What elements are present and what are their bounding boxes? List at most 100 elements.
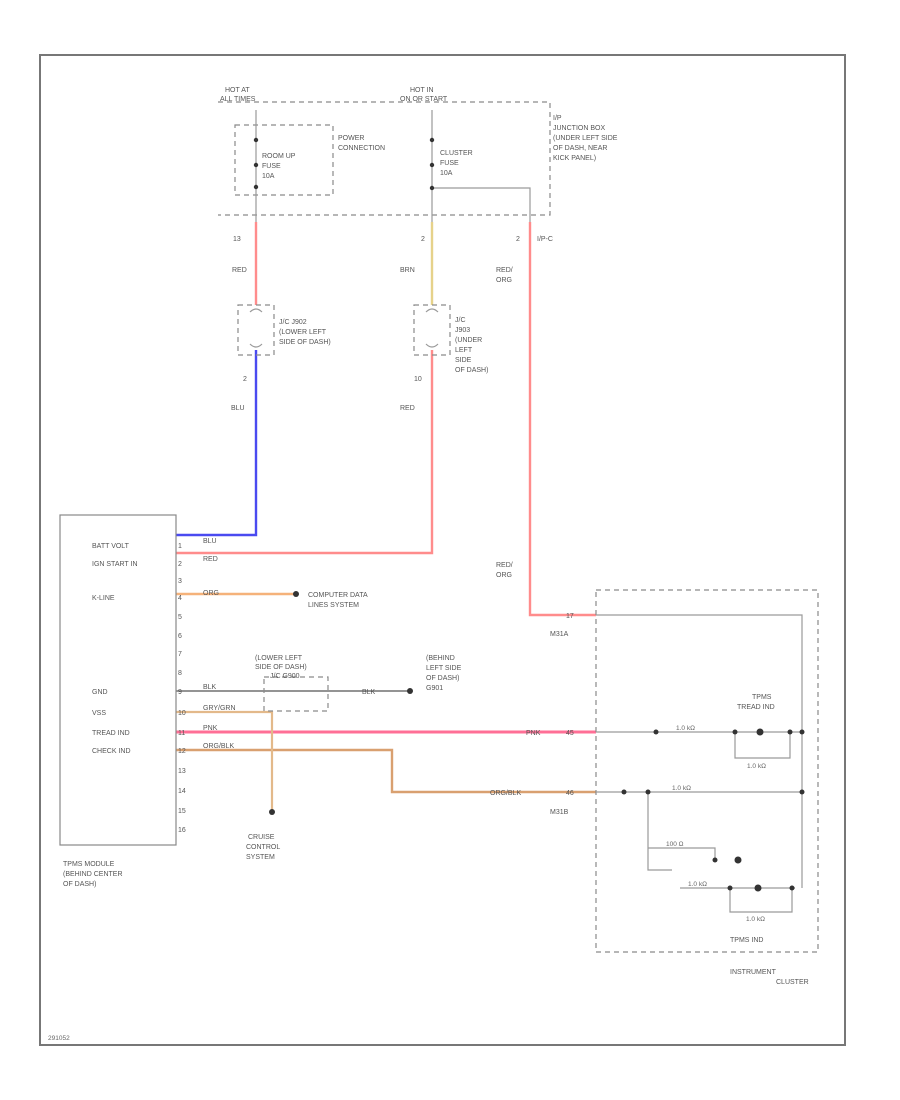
pin-2-b: 2 <box>421 236 425 243</box>
instrument-cluster: 17 M31A 45 46 M31B PNK ORG/BLK 1.0 kΩ 1.… <box>490 589 819 986</box>
ground-point-2: LEFT SIDE <box>426 665 462 672</box>
jc-j903-label-3: (UNDER <box>455 337 482 344</box>
ground-terminal <box>407 688 413 694</box>
jc-j902-label-1: J/C J902 <box>279 319 307 326</box>
wire-label-red-org-1: RED/ <box>496 267 513 274</box>
computer-data-terminal <box>293 591 299 597</box>
module-wire-label-11: PNK <box>203 725 218 732</box>
fuse-a-terminal-mid <box>253 162 259 168</box>
resistor-label-d: 100 Ω <box>666 841 684 848</box>
fuse-a-line1: ROOM UP <box>262 153 296 160</box>
wires <box>176 222 596 812</box>
module-wire-label-10: GRY/GRN <box>203 705 236 712</box>
module-pin-number-11: 11 <box>178 730 185 737</box>
module-pin-number-15: 15 <box>178 808 186 815</box>
jc-j902-label-2: (LOWER LEFT <box>279 329 327 336</box>
module-pin-number-8: 8 <box>178 670 182 677</box>
jc-j903-label-6: OF DASH) <box>455 367 488 374</box>
hot-in-run-line1: HOT IN <box>410 87 434 94</box>
module-pin-name-9: GND <box>92 689 108 696</box>
resistor-label-b: 1.0 kΩ <box>747 763 766 770</box>
module-pin-number-9: 9 <box>178 689 182 696</box>
jc-j903-pin: 10 <box>414 376 422 383</box>
resistor-label-c: 1.0 kΩ <box>672 785 691 792</box>
cruise-line2: CONTROL <box>246 844 280 851</box>
module-pin-number-16: 16 <box>178 827 186 834</box>
fuse-a-line3: 10A <box>262 173 275 180</box>
jc-j903-bottom-arrow <box>425 343 439 348</box>
junction-box-title-4: OF DASH, NEAR <box>553 145 607 152</box>
cruise-line1: CRUISE <box>248 834 275 841</box>
module-pin-name-4: K-LINE <box>92 595 115 602</box>
jc-j903-label-5: SIDE <box>455 357 472 364</box>
jc-j902: J/C J902 (LOWER LEFT SIDE OF DASH) 2 <box>237 304 331 383</box>
wire-gry-grn <box>176 710 274 812</box>
ground-splice-label-3: J/C G900 <box>270 673 300 680</box>
module-pin-number-12: 12 <box>178 748 186 755</box>
connector-ip-c: I/P-C <box>537 236 553 243</box>
module-pin-number-13: 13 <box>178 768 186 775</box>
ip-junction-box: HOT AT ALL TIMES HOT IN ON OR START I/P … <box>218 87 618 243</box>
wire-blu <box>176 350 258 537</box>
wire-red-b <box>176 350 434 555</box>
cluster-node-tread-b <box>732 729 738 735</box>
wire-label-red: RED <box>232 267 247 274</box>
resistor-label-f: 1.0 kΩ <box>746 916 765 923</box>
ground-wire-label: BLK <box>362 689 376 696</box>
tpms-ind-branch <box>647 792 672 871</box>
jc-j903-top-arrow <box>425 308 439 313</box>
jc-j903-label-1: J/C <box>455 317 466 324</box>
fuse-b-terminal-top <box>429 137 435 143</box>
ground-splice-label-2: SIDE OF DASH) <box>255 664 307 671</box>
fuse-b-line2: FUSE <box>440 160 459 167</box>
tread-ind-resistor-loop <box>734 732 791 759</box>
computer-data-line1: COMPUTER DATA <box>308 592 368 599</box>
cluster-caption-1: INSTRUMENT <box>730 969 777 976</box>
wire-label-red-org2-1: RED/ <box>496 562 513 569</box>
resistor-label-e: 1.0 kΩ <box>688 881 707 888</box>
module-pin-name-10: VSS <box>92 710 106 717</box>
module-pin-name-1: BATT VOLT <box>92 543 130 550</box>
ground-splice: (LOWER LEFT SIDE OF DASH) J/C G900 BLK (… <box>255 655 462 712</box>
jc-j903-label-4: LEFT <box>455 347 473 354</box>
cluster-node-check-b <box>645 789 651 795</box>
power-connection-box <box>234 124 334 196</box>
cluster-power-rail <box>596 614 803 888</box>
cluster-pin-17: 17 <box>566 613 574 620</box>
fuse-a-terminal-bottom <box>253 184 259 190</box>
module-pin-number-10: 10 <box>178 710 186 717</box>
tpms-ind-branch-2 <box>648 847 716 860</box>
module-wire-label-1: BLU <box>203 538 217 545</box>
ground-splice-label-1: (LOWER LEFT <box>255 655 303 662</box>
module-pin-number-2: 2 <box>178 561 182 568</box>
module-pin-name-11: TREAD IND <box>92 730 130 737</box>
tpms-ind-lamp <box>754 884 762 892</box>
hot-all-times-line1: HOT AT <box>225 87 250 94</box>
junction-box-title-5: KICK PANEL) <box>553 155 596 162</box>
jc-j902-bottom-arrow <box>249 343 263 348</box>
ground-splice-outline <box>263 676 329 712</box>
jc-j903: J/C J903 (UNDER LEFT SIDE OF DASH) 10 <box>413 304 488 383</box>
module-wire-label-4: ORG <box>203 590 219 597</box>
tpms-module-box <box>59 514 177 846</box>
module-pin-number-14: 14 <box>178 788 186 795</box>
cluster-node-check-a <box>621 789 627 795</box>
cluster-node-check-c <box>799 789 805 795</box>
cluster-fuse-branch <box>432 187 531 222</box>
cluster-wire-pnk: PNK <box>526 730 541 737</box>
ground-point-1: (BEHIND <box>426 655 455 662</box>
module-pin-number-3: 3 <box>178 578 182 585</box>
module-pin-number-4: 4 <box>178 595 182 602</box>
junction-box-title-3: (UNDER LEFT SIDE <box>553 135 618 142</box>
cluster-node-led <box>712 857 718 863</box>
cruise-terminal <box>269 809 275 815</box>
cluster-conn-m31a: M31A <box>550 631 569 638</box>
wire-label-blu: BLU <box>231 405 245 412</box>
cluster-conn-m31b: M31B <box>550 809 569 816</box>
module-pin-number-1: 1 <box>178 543 182 550</box>
diagram-code: 291052 <box>48 1035 70 1042</box>
power-connection-line1: POWER <box>338 135 364 142</box>
module-pin-number-6: 6 <box>178 633 182 640</box>
tpms-ind-diode <box>734 856 742 864</box>
